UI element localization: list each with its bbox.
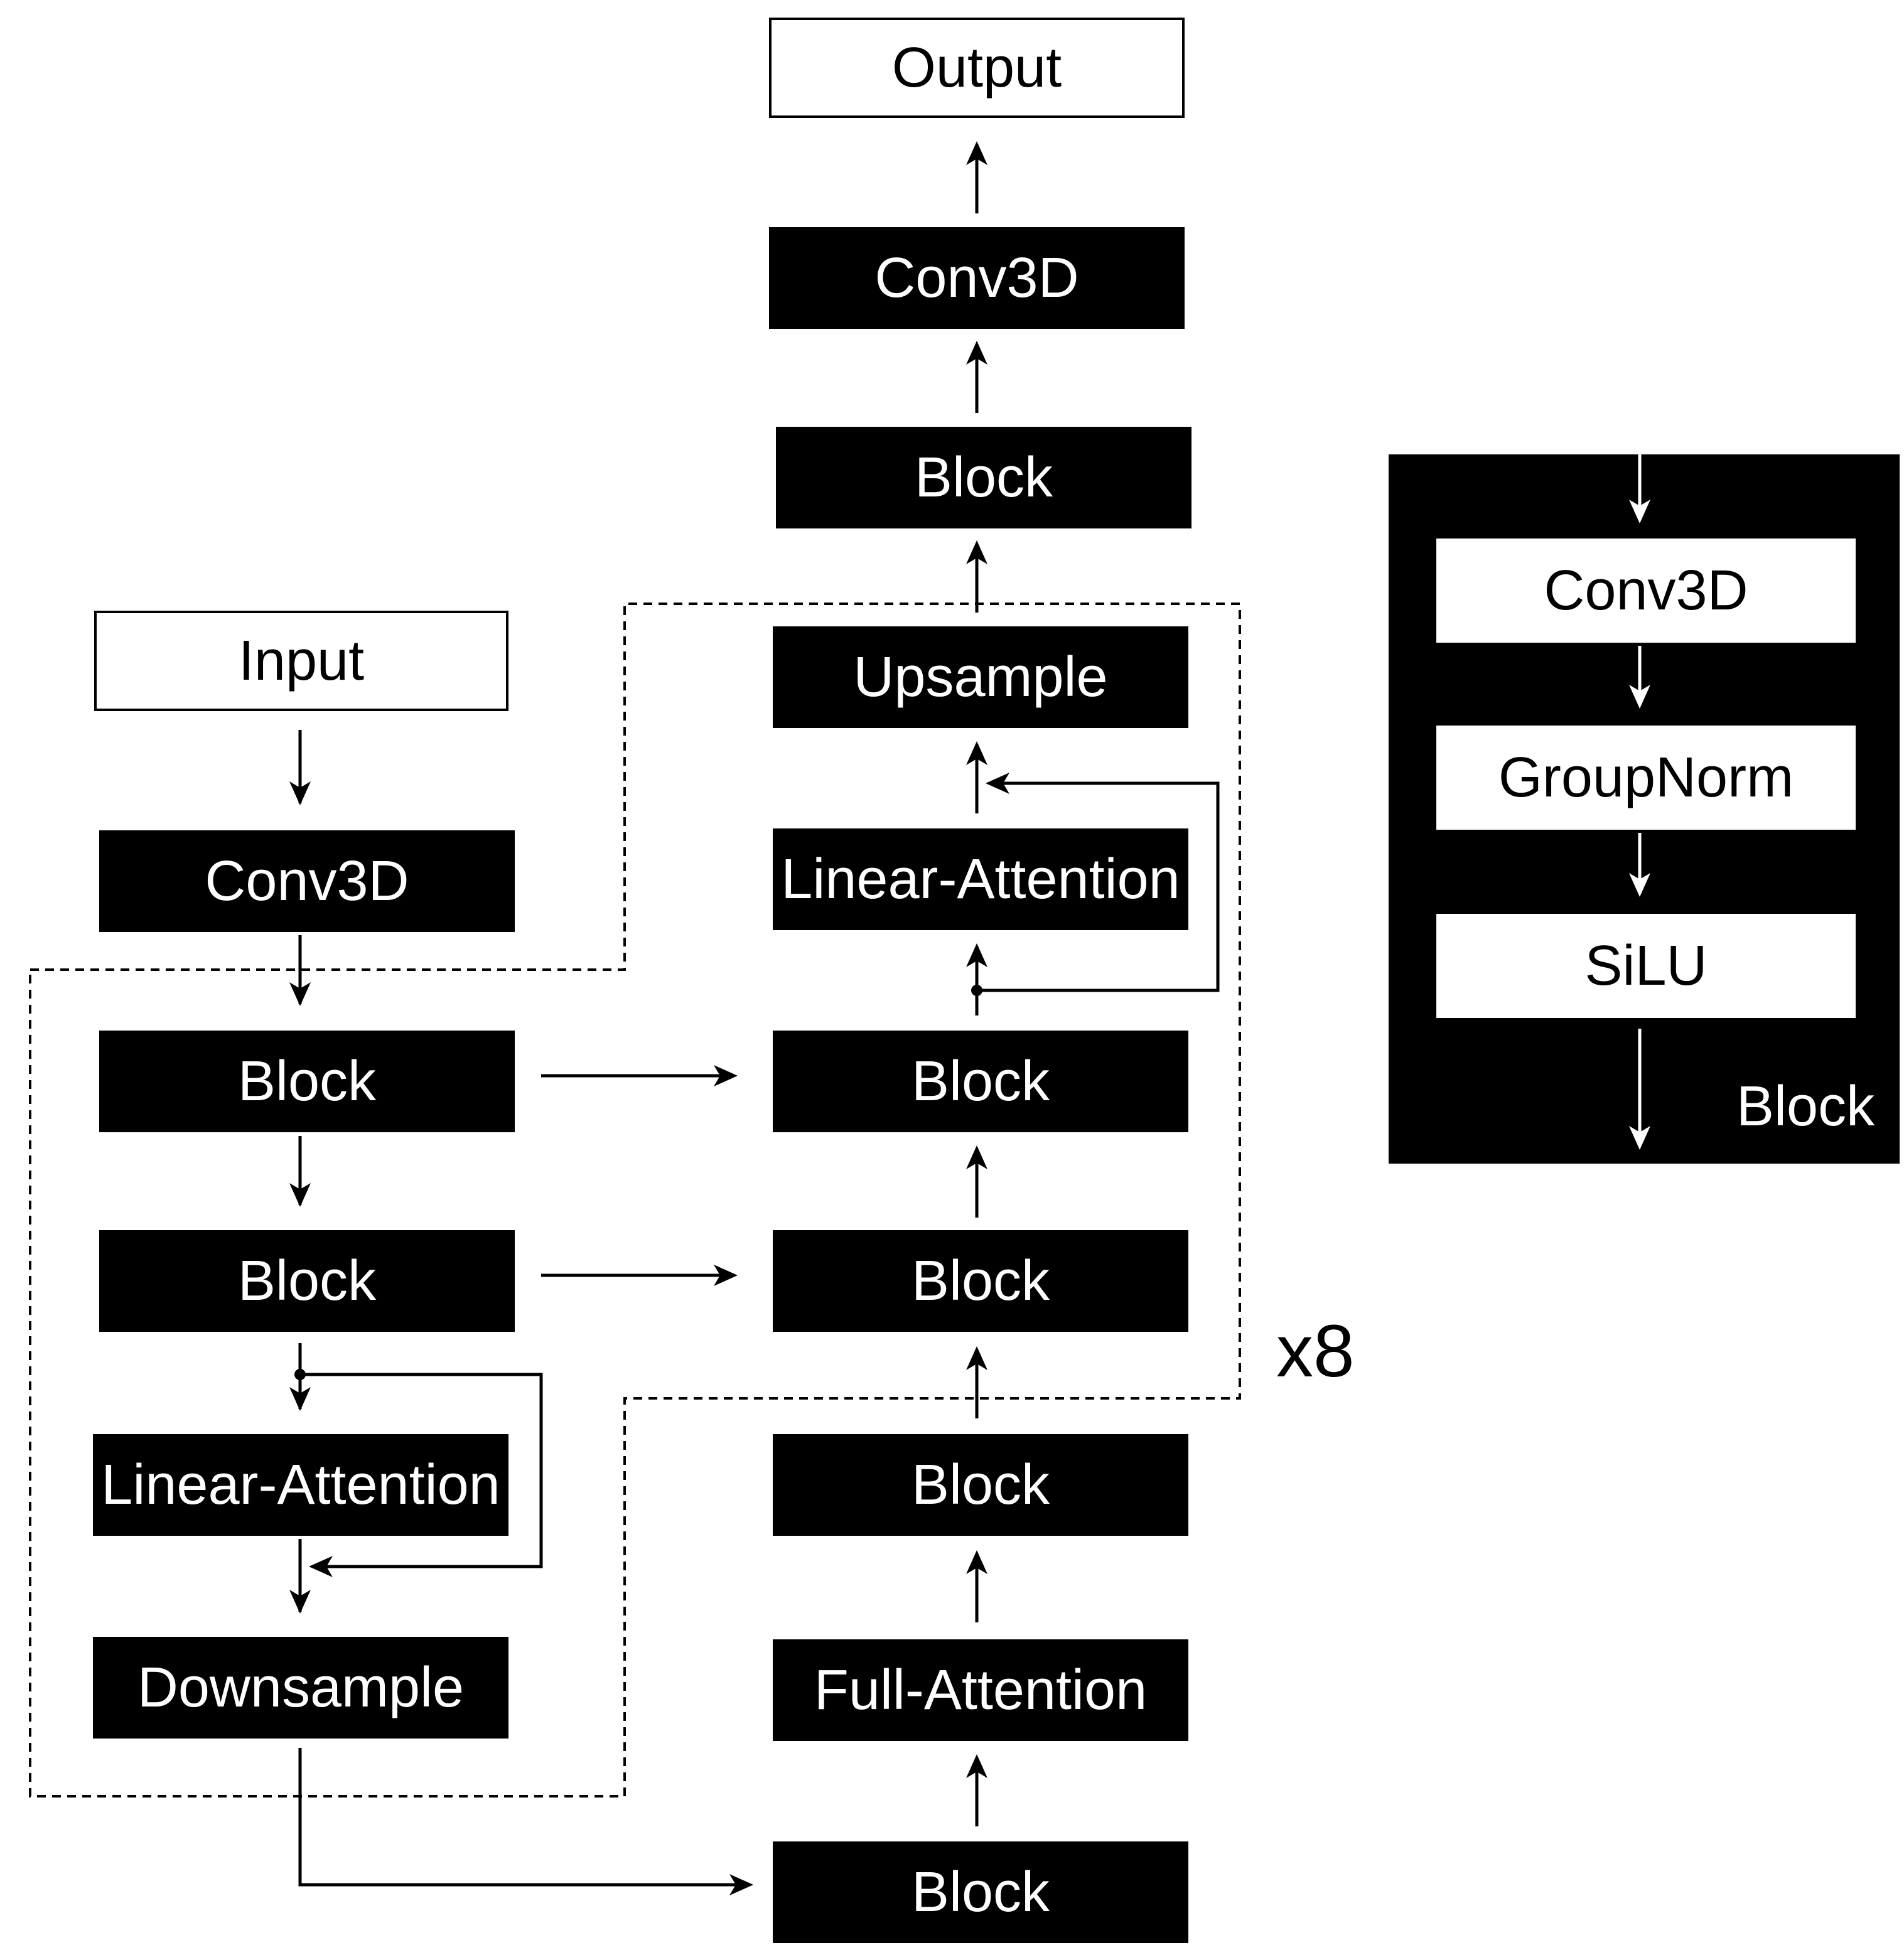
encoder-conv3d-node: Conv3D	[99, 830, 515, 932]
arrowhead-upsample-to-block-top	[966, 540, 987, 564]
decoder-block-node-c: Block	[773, 1434, 1188, 1536]
encoder-repeat-region	[29, 603, 1241, 1798]
legend-silu-node: SiLU	[1436, 914, 1856, 1018]
arrowhead-full-attention-to-block-c	[966, 1550, 987, 1574]
decoder-block-node-b: Block	[773, 1230, 1188, 1332]
encoder-input-node: Input	[94, 611, 508, 711]
arrowhead-conv-to-output	[966, 141, 987, 165]
arrowhead-block-a-to-attention	[966, 943, 987, 967]
decoder-conv3d-node: Conv3D	[769, 227, 1185, 329]
block-legend-panel: Conv3D GroupNorm SiLU Block	[1389, 454, 1900, 1164]
encoder-residual-dot	[294, 1369, 306, 1380]
decoder-residual-dot	[971, 985, 982, 996]
encoder-downsample-node: Downsample	[93, 1637, 508, 1739]
arrowhead-block-top-to-conv	[966, 341, 987, 365]
decoder-block-node-bottom: Block	[773, 1841, 1188, 1943]
arrowhead-block-b-to-block-a	[966, 1145, 987, 1169]
arrowhead-input-to-conv	[289, 781, 311, 805]
decoder-upsample-node: Upsample	[773, 626, 1188, 728]
skip-arrowhead-block2	[714, 1265, 738, 1286]
encoder-block-node-1: Block	[99, 1031, 515, 1132]
arrowhead-bottom-to-full-attention	[966, 1754, 987, 1778]
decoder-output-node: Output	[769, 18, 1185, 118]
decoder-block-node-top: Block	[776, 427, 1191, 528]
arrowhead-block1-to-block2	[289, 1183, 311, 1207]
encoder-residual-arrowhead	[309, 1556, 333, 1577]
decoder-full-attention-node: Full-Attention	[773, 1639, 1188, 1741]
arrowhead-attention-to-upsample	[966, 741, 987, 765]
arrowhead-attention-to-downsample	[289, 1590, 311, 1614]
legend-block-title: Block	[1736, 1075, 1875, 1138]
arrow-downsample-to-bottom-block	[298, 1748, 750, 1887]
arrowhead-conv-to-block1	[289, 982, 311, 1006]
legend-conv3d-node: Conv3D	[1436, 538, 1856, 643]
encoder-linear-attention-node: Linear-Attention	[93, 1434, 508, 1536]
encoder-block-node-2: Block	[99, 1230, 515, 1332]
legend-groupnorm-node: GroupNorm	[1436, 726, 1856, 830]
arrowhead-block2-to-attention	[289, 1387, 311, 1411]
decoder-block-node-a: Block	[773, 1031, 1188, 1132]
arrowhead-block-c-to-block-b	[966, 1346, 987, 1370]
decoder-linear-attention-node: Linear-Attention	[773, 828, 1188, 930]
skip-arrowhead-block1	[714, 1065, 738, 1086]
decoder-residual-arrowhead	[986, 773, 1009, 794]
arrowhead-downsample-to-bottom-block	[729, 1874, 753, 1895]
repeat-count-label: x8	[1276, 1310, 1355, 1393]
